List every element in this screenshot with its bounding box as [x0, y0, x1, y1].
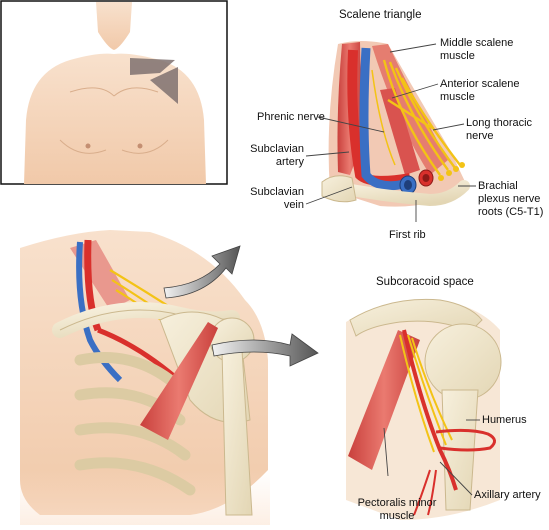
label-brachial-plexus-nerve-roots: Brachial plexus nerve roots (C5-T1): [478, 180, 544, 218]
label-long-thoracic-nerve: Long thoracic nerve: [466, 117, 533, 142]
subcoracoid-region-marker: [150, 67, 178, 104]
subcoracoid-detail: [346, 298, 502, 520]
arrow-to-scalene: [163, 245, 241, 299]
scalene-triangle-title: Scalene triangle: [339, 9, 422, 21]
subcoracoid-humeral-head: [424, 323, 502, 401]
label-axillary-artery: Axillary artery: [474, 489, 541, 501]
subclavian-vein-vessel: [359, 47, 406, 191]
scalene-detail: [321, 41, 470, 207]
label-pectoralis-minor-muscle: Pectoralis minor muscle: [357, 497, 437, 522]
label-subclavian-artery: Subclavian artery: [250, 143, 304, 168]
nerve-roots: [438, 162, 465, 181]
anterior-scalene-muscle: [380, 88, 420, 175]
shoulder-overview: [20, 230, 270, 525]
scalene-nerves: [382, 59, 461, 176]
label-phrenic-nerve: Phrenic nerve: [257, 111, 325, 123]
subcoracoid-space-title: Subcoracoid space: [376, 276, 474, 288]
torso-inset: [0, 0, 228, 185]
overview-vein: [76, 241, 123, 383]
scalene-clavicle: [321, 175, 357, 203]
neck: [96, 2, 132, 50]
pointer-lines: [305, 43, 480, 496]
first-rib-bone: [324, 180, 470, 207]
label-subclavian-vein: Subclavian vein: [250, 186, 304, 211]
scalene-region-marker: [130, 58, 175, 75]
label-middle-scalene-muscle: Middle scalene muscle: [440, 37, 514, 62]
circumflex-artery: [435, 428, 496, 452]
arrow-to-subcoracoid: [211, 333, 319, 367]
label-humerus: Humerus: [482, 414, 527, 426]
phrenic-nerve-line: [371, 69, 396, 166]
label-anterior-scalene-muscle: Anterior scalene muscle: [440, 78, 520, 103]
axillary-artery-vessel: [402, 329, 458, 491]
subcoracoid-pectoralis-minor: [348, 330, 420, 470]
label-first-rib: First rib: [389, 229, 426, 241]
torso: [24, 53, 206, 184]
overview-pectoralis-minor: [140, 322, 218, 440]
